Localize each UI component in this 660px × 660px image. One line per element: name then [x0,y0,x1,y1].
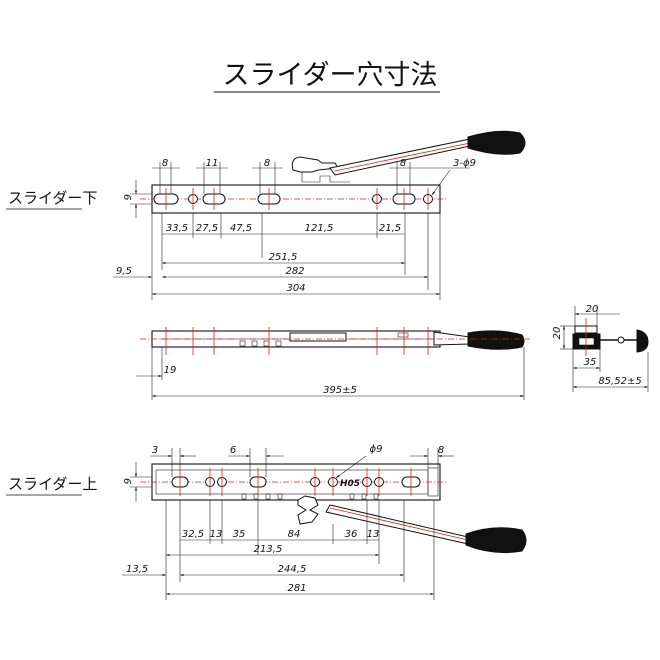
lower-hole-centermarks [165,188,429,210]
upper-spacing-3: 35 [233,529,246,540]
lower-overall-1: 251,5 [269,252,298,263]
upper-height-dim: 9 [123,478,134,484]
end-dim-35: 35 [584,357,597,368]
page-title: スライダー穴寸法 [223,60,438,91]
lower-dim-slot-width-2: 8 [264,158,270,169]
lower-lever-arm [329,138,471,176]
end-handle [636,329,649,353]
lower-offset-dim: 9,5 [116,266,132,277]
side-hole-marks [165,327,429,355]
lower-lever-centerline [334,142,471,172]
lower-top-extension-lines [159,162,411,194]
lower-spacing-4: 121,5 [305,223,334,234]
lower-handle-grip [467,130,526,155]
upper-handle-grip [465,527,527,553]
upper-spacing-5: 36 [345,529,358,540]
side-length-dim: 395±5 [323,385,357,396]
upper-spacing-1: 32,5 [182,529,204,540]
side-handle-grip [467,330,525,350]
lower-overall-3: 304 [286,283,305,294]
upper-overall-1: 213,5 [254,544,283,555]
end-view: 20 20 35 85,52±5 [552,304,649,392]
upper-slider-view: スライダー上 H05 [6,444,527,600]
upper-dim-3: 3 [152,445,158,456]
upper-hole-leader [335,455,367,479]
lower-hole-leader [431,169,451,196]
upper-top-extension-lines [171,448,439,477]
lower-spacing-1: 33,5 [166,223,188,234]
upper-slider-label: スライダー上 [8,475,97,493]
side-lever-arm [433,331,471,346]
side-dim-19: 19 [164,365,177,376]
lower-lever-base [301,172,350,183]
lower-slider-label: スライダー下 [8,189,97,207]
side-view: 19 395±5 [136,327,530,400]
lower-spacing-5: 21,5 [379,223,401,234]
lower-spacing-2: 27,5 [196,223,218,234]
lower-hole-note: 3-ϕ9 [453,158,476,169]
upper-bottom-slots [241,493,379,500]
lower-height-dim: 9 [123,194,134,200]
end-width-dim: 20 [586,304,599,315]
side-lever-block [289,332,347,342]
end-body-slot [578,337,595,346]
upper-hole-note: ϕ9 [370,444,383,455]
upper-dim-6: 6 [230,445,236,456]
lower-lever-bracket [291,156,339,173]
upper-spacing-2: 13 [210,529,223,540]
upper-spacing-6: 13 [367,529,380,540]
upper-hole-centermarks [179,468,412,496]
upper-dim-8: 8 [438,445,444,456]
upper-marking: H05 [340,479,360,489]
lower-spacing-3: 47,5 [230,223,252,234]
end-lever-pivot [617,336,625,344]
end-height-dim: 20 [552,327,563,340]
end-total-dim: 85,52±5 [598,376,641,387]
upper-overall-2: 244,5 [278,564,307,575]
upper-offset-dim: 13,5 [126,564,148,575]
lower-overall-2: 282 [285,266,304,277]
lower-dim-slot-width-1: 8 [162,158,168,169]
lower-dim-slot-length: 11 [206,158,219,169]
upper-bottom-extension-lines [165,500,435,600]
upper-lever-centerline [329,507,469,541]
upper-lever-bracket [297,495,319,525]
upper-overall-3: 281 [287,583,306,594]
upper-spacing-4: 84 [288,529,301,540]
lower-slider-view: スライダー下 [6,130,526,300]
lower-dim-slot-width-3: 8 [400,158,406,169]
